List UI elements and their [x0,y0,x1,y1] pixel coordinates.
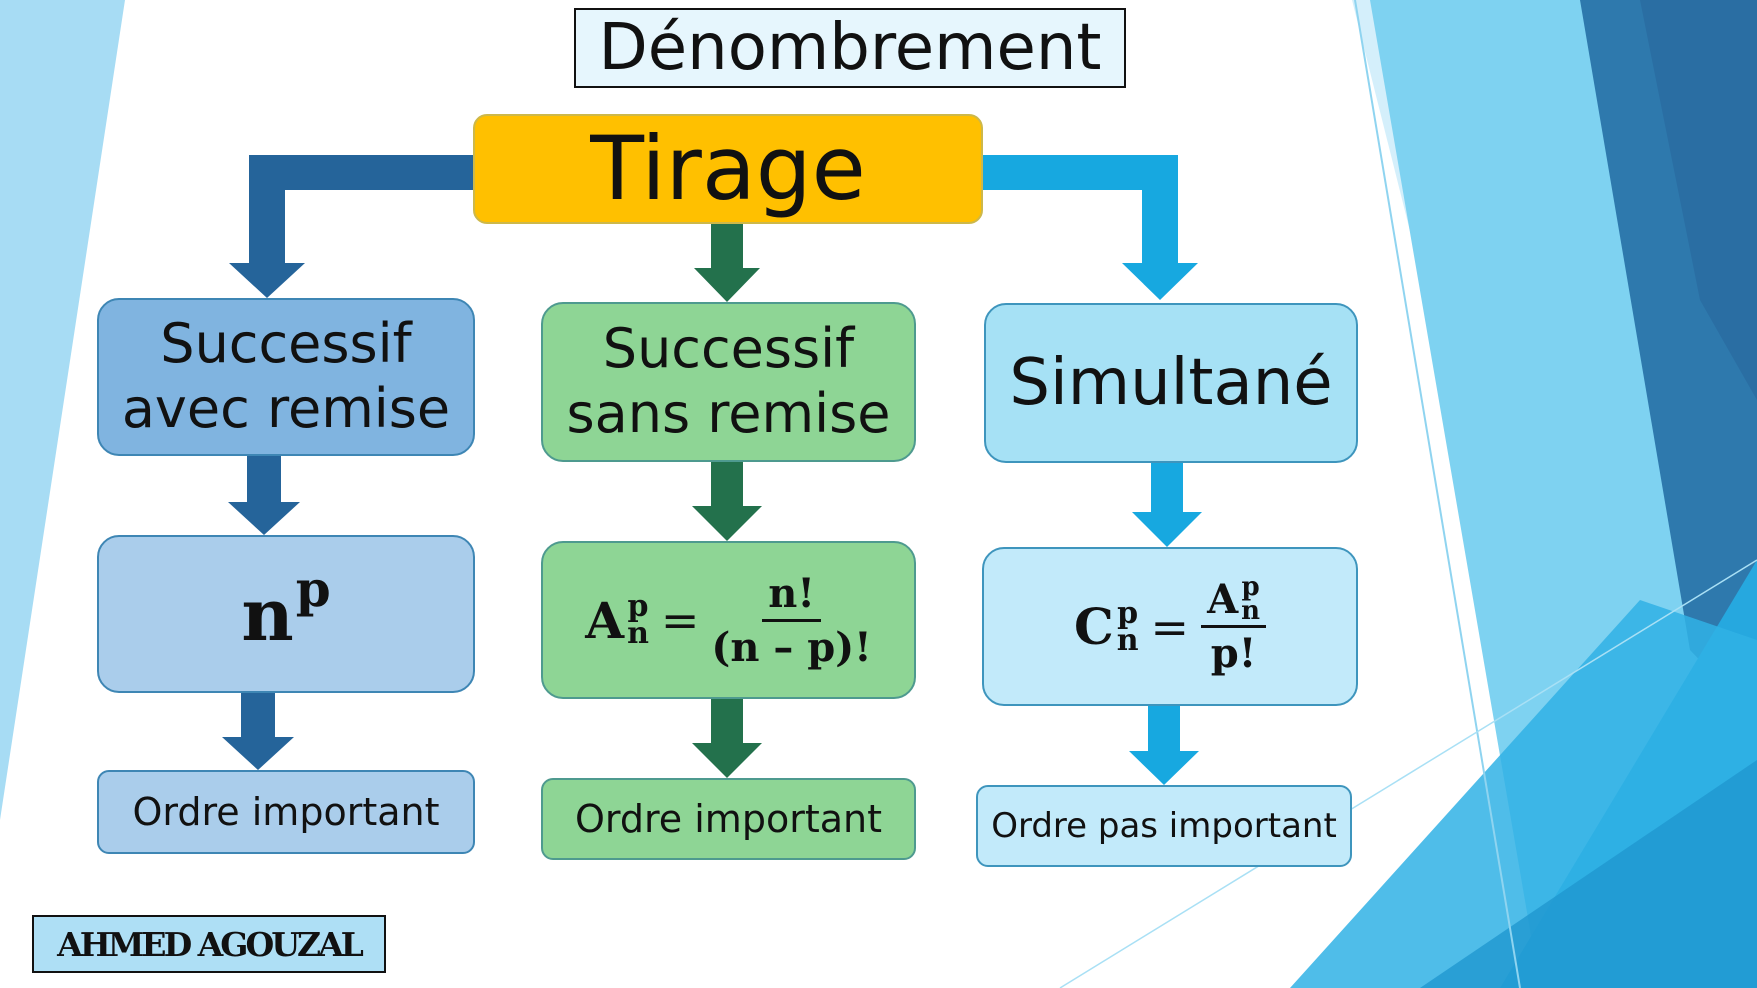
formula-exponent: p [295,558,331,618]
formula-num-symbol: A [1207,576,1239,623]
formula-equals: = [660,593,700,647]
arrow-b2-type-to-formula [692,462,762,541]
branch-2-formula-box: A p n = n! (n – p)! [541,541,916,699]
formula-sub: n [627,616,649,651]
formula-fraction: A p n p! [1201,572,1267,677]
arrow-root-to-branch-2 [694,224,760,302]
arrow-b1-type-to-formula [228,456,300,535]
author-label: AHMED AGOUZAL [32,915,386,973]
branch-1-order-box: Ordre important [97,770,475,854]
branch-2-type-box: Successif sans remise [541,302,916,462]
branch-3-order-box: Ordre pas important [976,785,1352,867]
formula-num-sup: p [1241,572,1260,603]
arrow-b2-formula-to-order [692,699,762,778]
arrow-b3-type-to-formula [1132,463,1202,547]
arrow-root-to-branch-1 [229,155,475,298]
arrow-b3-formula-to-order [1129,706,1199,785]
arrow-b1-formula-to-order [222,693,294,770]
branch-2-order-box: Ordre important [541,778,916,860]
branch-1-order-label: Ordre important [132,790,440,834]
branch-3-type-line1: Simultané [1009,345,1333,420]
formula-denominator: (n – p)! [711,623,872,671]
branch-2-formula: A p n = n! (n – p)! [585,570,871,671]
formula-sup: p [1117,595,1139,631]
formula-numerator: n! [762,570,821,622]
branch-3-order-label: Ordre pas important [991,806,1337,846]
formula-sub: n [1116,622,1139,658]
formula-num-sub: n [1241,595,1261,626]
branch-1-type-line1: Successif [160,312,412,376]
branch-1-type-line2: avec remise [121,377,451,440]
formula-symbol: A [585,590,625,650]
formula-equals: = [1150,599,1190,654]
formula-symbol: C [1073,597,1114,656]
arrow-root-to-branch-3 [982,155,1198,300]
formula-base: n [241,571,294,657]
diagram-title: Dénombrement [574,8,1126,88]
branch-3-formula: C p n = A p n p! [1073,572,1267,677]
branch-2-type-line1: Successif [602,317,855,381]
formula-numerator: A p n [1201,572,1267,628]
formula-sup: p [627,589,649,624]
branch-1-formula: n p [241,559,330,657]
branch-1-type-box: Successif avec remise [97,298,475,456]
branch-3-formula-box: C p n = A p n p! [982,547,1358,706]
branch-3-type-box: Simultané [984,303,1358,463]
formula-fraction: n! (n – p)! [711,570,871,671]
formula-denominator: p! [1210,630,1257,677]
root-node-tirage: Tirage [473,114,983,224]
branch-1-formula-box: n p [97,535,475,693]
branch-2-type-line2: sans remise [566,382,891,445]
branch-2-order-label: Ordre important [575,797,882,841]
